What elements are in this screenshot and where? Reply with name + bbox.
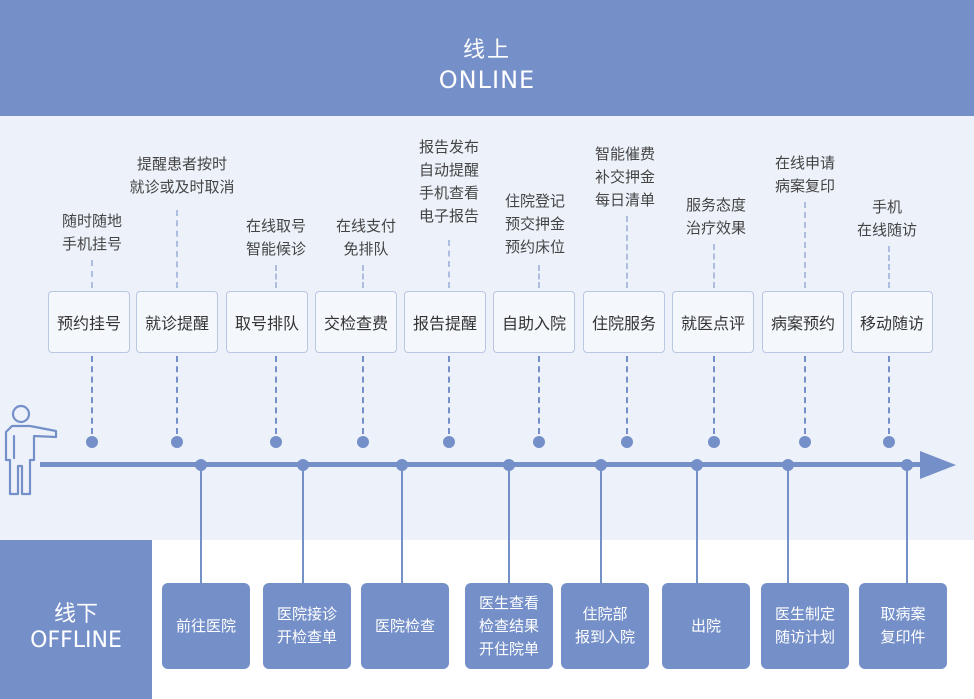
online-step-box: 预约挂号 bbox=[48, 291, 130, 353]
online-dot bbox=[883, 436, 895, 448]
online-dot bbox=[533, 436, 545, 448]
offline-step-box: 医院接诊 开检查单 bbox=[263, 583, 351, 669]
connector-dash bbox=[538, 265, 540, 288]
offline-step-box: 医院检查 bbox=[361, 583, 449, 669]
offline-connector bbox=[508, 465, 510, 583]
connector-dash bbox=[362, 265, 364, 288]
online-dot bbox=[621, 436, 633, 448]
online-step-box: 病案预约 bbox=[762, 291, 844, 353]
online-note: 服务态度 治疗效果 bbox=[685, 196, 747, 237]
connector-dash bbox=[91, 356, 93, 434]
timeline-arrowhead bbox=[920, 451, 956, 479]
online-dot bbox=[171, 436, 183, 448]
connector-dash bbox=[888, 246, 890, 288]
connector-dash bbox=[804, 356, 806, 434]
connector-dash bbox=[176, 210, 178, 288]
online-note: 报告发布 自动提醒 手机查看 电子报告 bbox=[418, 138, 480, 225]
offline-title-cn: 线下 bbox=[53, 602, 98, 627]
online-step-box: 就医点评 bbox=[672, 291, 754, 353]
online-note: 智能催费 补交押金 每日清单 bbox=[594, 145, 656, 209]
online-step-label: 预约挂号 bbox=[56, 314, 121, 333]
online-dot bbox=[357, 436, 369, 448]
offline-step-box: 出院 bbox=[662, 583, 750, 669]
offline-step-box: 医生制定 随访计划 bbox=[761, 583, 849, 669]
connector-dash bbox=[626, 356, 628, 434]
online-step-box: 就诊提醒 bbox=[136, 291, 218, 353]
offline-step-box: 前往医院 bbox=[162, 583, 250, 669]
online-dot bbox=[270, 436, 282, 448]
timeline-axis bbox=[40, 462, 922, 467]
connector-dash bbox=[275, 265, 277, 288]
connector-dash bbox=[362, 356, 364, 434]
online-step-box: 移动随访 bbox=[851, 291, 933, 353]
online-note: 在线支付 免排队 bbox=[335, 217, 397, 258]
online-note: 在线申请 病案复印 bbox=[774, 154, 836, 195]
online-step-box: 交检查费 bbox=[315, 291, 397, 353]
connector-dash bbox=[804, 202, 806, 288]
connector-dash bbox=[713, 356, 715, 434]
offline-connector bbox=[302, 465, 304, 583]
online-step-box: 住院服务 bbox=[583, 291, 665, 353]
online-step-label: 取号排队 bbox=[234, 314, 299, 333]
offline-label-panel: 线下 OFFLINE bbox=[0, 540, 152, 699]
connector-dash bbox=[448, 240, 450, 288]
online-header: 线上 ONLINE bbox=[0, 0, 974, 116]
online-step-label: 报告提醒 bbox=[412, 314, 477, 333]
offline-connector bbox=[906, 465, 908, 583]
online-title-en: ONLINE bbox=[438, 66, 536, 94]
offline-connector bbox=[787, 465, 789, 583]
online-note: 随时随地 手机挂号 bbox=[61, 212, 123, 253]
online-step-label: 住院服务 bbox=[591, 314, 656, 333]
online-step-box: 报告提醒 bbox=[404, 291, 486, 353]
online-dot bbox=[86, 436, 98, 448]
offline-step-box: 医生查看 检查结果 开住院单 bbox=[465, 583, 553, 669]
online-dot bbox=[443, 436, 455, 448]
connector-dash bbox=[888, 356, 890, 434]
online-note: 住院登记 预交押金 预约床位 bbox=[504, 192, 566, 256]
online-step-box: 自助入院 bbox=[493, 291, 575, 353]
online-step-label: 移动随访 bbox=[859, 314, 924, 333]
connector-dash bbox=[448, 356, 450, 434]
online-step-label: 病案预约 bbox=[770, 314, 835, 333]
online-dot bbox=[708, 436, 720, 448]
online-step-box: 取号排队 bbox=[226, 291, 308, 353]
connector-dash bbox=[713, 244, 715, 288]
offline-step-box: 住院部 报到入院 bbox=[561, 583, 649, 669]
online-step-label: 就诊提醒 bbox=[144, 314, 209, 333]
offline-step-box: 取病案 复印件 bbox=[859, 583, 947, 669]
online-note: 提醒患者按时 就诊或及时取消 bbox=[129, 155, 235, 196]
offline-connector bbox=[600, 465, 602, 583]
connector-dash bbox=[538, 356, 540, 434]
connector-dash bbox=[626, 216, 628, 288]
online-step-label: 自助入院 bbox=[501, 314, 566, 333]
online-step-label: 就医点评 bbox=[680, 314, 745, 333]
offline-title-en: OFFLINE bbox=[30, 628, 122, 653]
online-note: 手机 在线随访 bbox=[856, 198, 918, 239]
online-step-label: 交检查费 bbox=[323, 314, 388, 333]
offline-connector bbox=[696, 465, 698, 583]
connector-dash bbox=[275, 356, 277, 434]
online-note: 在线取号 智能候诊 bbox=[245, 217, 307, 258]
offline-connector bbox=[401, 465, 403, 583]
offline-connector bbox=[200, 465, 202, 583]
online-title-cn: 线上 bbox=[462, 38, 511, 63]
connector-dash bbox=[91, 260, 93, 288]
connector-dash bbox=[176, 356, 178, 434]
online-dot bbox=[799, 436, 811, 448]
person-pointing-icon bbox=[4, 404, 58, 496]
